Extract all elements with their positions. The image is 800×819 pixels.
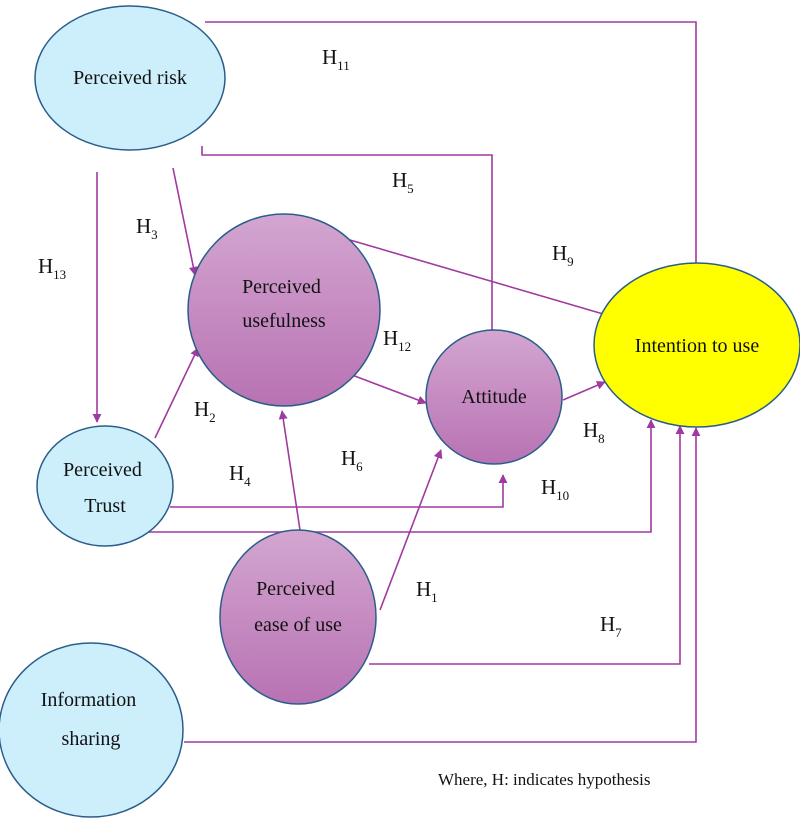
hypothesis-label-h4: H4	[229, 461, 251, 489]
hypothesis-label-h11: H11	[322, 45, 350, 73]
hypothesis-label-h12: H12	[383, 326, 411, 354]
edge-h4-trust-to-attitude	[170, 474, 508, 508]
hypothesis-label-h6: H6	[341, 446, 363, 474]
node-label: Perceived usefulness	[242, 276, 326, 332]
hypothesis-labels: H11 H5 H3 H9 H13 H12 H2 H8 H6 H4 H10 H1 …	[38, 45, 622, 640]
node-intention-to-use: Intention to use	[593, 262, 800, 428]
node-perceived-usefulness: Perceived usefulness	[187, 213, 381, 407]
node-label: Perceived ease of use	[254, 578, 342, 636]
hypothesis-label-h1: H1	[416, 577, 438, 605]
hypothesis-label-h3: H3	[136, 214, 158, 242]
node-information-sharing: Information sharing	[0, 642, 184, 818]
edge-h12-usefulness-to-attitude	[351, 374, 427, 405]
node-label: Perceived risk	[73, 67, 187, 89]
edge-information-sharing-to-intention	[184, 427, 701, 743]
hypothesis-label-h8: H8	[583, 418, 605, 446]
footnote: Where, H: indicates hypothesis	[438, 770, 650, 789]
edge-h2-trust-to-usefulness	[154, 347, 199, 439]
node-label: Attitude	[461, 386, 527, 408]
edges	[92, 21, 701, 743]
node-label: Perceived Trust	[63, 459, 147, 517]
node-label: Information sharing	[41, 689, 142, 750]
hypothesis-label-h2: H2	[194, 397, 216, 425]
node-perceived-trust: Perceived Trust	[36, 425, 174, 547]
node-perceived-risk: Perceived risk	[34, 5, 226, 151]
edge-h11-risk-to-intention	[205, 21, 701, 283]
edge-h7-ease-to-intention	[369, 425, 685, 665]
edge-h8-attitude-to-intention	[562, 381, 606, 401]
hypothesis-label-h7: H7	[600, 612, 622, 640]
edge-h9-usefulness-to-intention	[349, 239, 611, 319]
node-attitude: Attitude	[425, 329, 563, 465]
hypothesis-label-h5: H5	[392, 168, 414, 196]
edge-h1-ease-to-attitude	[379, 449, 443, 611]
hypothesis-label-h9: H9	[552, 241, 574, 269]
node-perceived-ease-of-use: Perceived ease of use	[219, 529, 377, 705]
edge-h3-risk-to-usefulness	[172, 167, 198, 276]
hypothesis-label-h13: H13	[38, 254, 66, 282]
edge-h5-risk-to-attitude	[201, 146, 497, 345]
node-label: Intention to use	[635, 335, 760, 357]
hypothesis-label-h10: H10	[541, 475, 569, 503]
edge-h6-ease-to-usefulness	[278, 410, 301, 531]
edge-h10-trust-to-intention	[148, 419, 656, 533]
